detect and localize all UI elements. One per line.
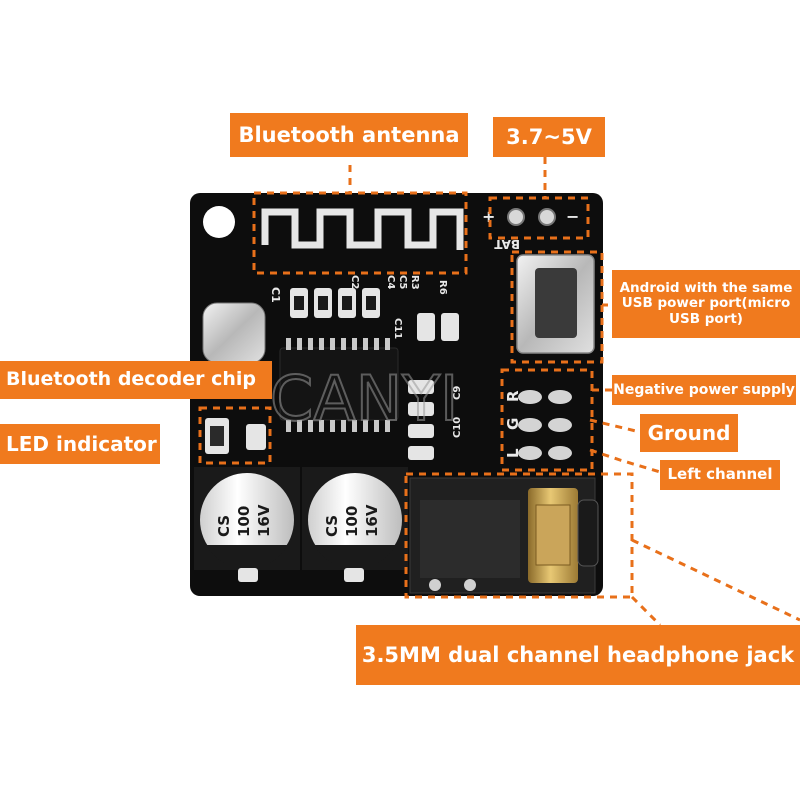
cap-right-16v: 16V bbox=[363, 504, 381, 537]
silk-r6: R6 bbox=[437, 280, 448, 295]
cap-left-100: 100 bbox=[235, 506, 253, 537]
bat-pad-positive bbox=[507, 208, 525, 226]
usb-label-line2: USB power port(micro bbox=[621, 295, 791, 312]
pin-g-label: G bbox=[504, 418, 522, 430]
antenna-trace bbox=[261, 208, 464, 250]
mounting-hole bbox=[203, 206, 235, 238]
headphone-jack bbox=[409, 477, 599, 594]
ground-label: Ground bbox=[640, 414, 738, 452]
smd-bodies bbox=[294, 296, 376, 310]
cap-right-cs: CS bbox=[323, 515, 341, 537]
usb-port-label: Android with the same USB power port(mic… bbox=[612, 270, 800, 338]
output-pins bbox=[518, 390, 572, 460]
plus-mark: + bbox=[482, 207, 495, 226]
minus-mark: − bbox=[566, 207, 579, 226]
pin-r-label: R bbox=[504, 390, 522, 402]
capacitor-right bbox=[302, 467, 408, 582]
capacitor-left bbox=[194, 467, 300, 582]
watermark: CANYI bbox=[270, 362, 458, 435]
silk-c4: C4 bbox=[385, 275, 396, 289]
cap-right-print: CS 100 16V bbox=[323, 504, 381, 537]
voltage-label: 3.7~5V bbox=[493, 117, 605, 157]
cap-left-print: CS 100 16V bbox=[215, 504, 273, 537]
silk-c2: C2 bbox=[349, 275, 360, 289]
bat-pad-negative bbox=[538, 208, 556, 226]
cap-left-cs: CS bbox=[215, 515, 233, 537]
pin-l-label: L bbox=[504, 448, 522, 458]
bat-silkscreen: BAT bbox=[493, 237, 520, 251]
silk-c11: C11 bbox=[392, 318, 403, 339]
silk-c5: C5 bbox=[397, 275, 408, 289]
usb-label-line1: Android with the same bbox=[619, 279, 793, 296]
silk-r3: R3 bbox=[409, 275, 420, 290]
micro-usb-opening bbox=[535, 268, 577, 338]
decoder-chip bbox=[279, 338, 399, 432]
cap-left-16v: 16V bbox=[255, 504, 273, 537]
smd-right-of-chip bbox=[408, 380, 434, 460]
callout-outlines bbox=[198, 157, 800, 627]
silk-c10: C10 bbox=[452, 417, 463, 438]
left-channel-label: Left channel bbox=[660, 460, 780, 490]
led bbox=[205, 418, 266, 454]
silk-c9: C9 bbox=[452, 386, 463, 400]
silk-c1: C1 bbox=[269, 287, 282, 303]
negative-supply-label: Negative power supply bbox=[612, 375, 796, 405]
cap-right-100: 100 bbox=[343, 506, 361, 537]
headphone-jack-label: 3.5MM dual channel headphone jack bbox=[356, 625, 800, 685]
usb-label-line3: USB port) bbox=[669, 310, 743, 327]
decoder-chip-label: Bluetooth decoder chip bbox=[0, 361, 272, 399]
crystal-oscillator bbox=[202, 302, 266, 364]
led-indicator-label: LED indicator bbox=[0, 424, 160, 464]
antenna-label: Bluetooth antenna bbox=[230, 113, 468, 157]
